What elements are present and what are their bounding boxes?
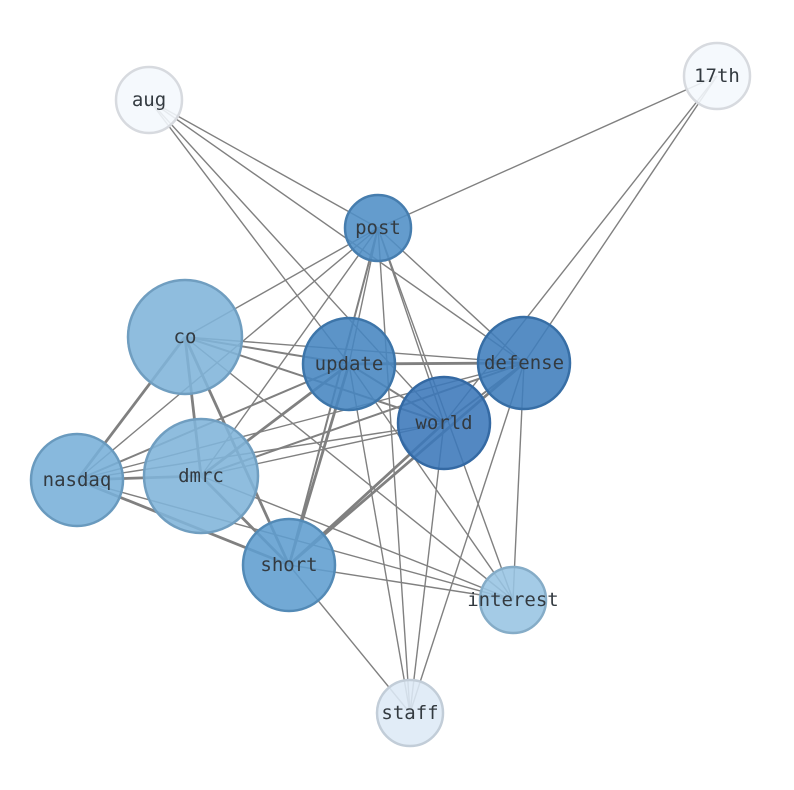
node-world: world [396, 375, 492, 471]
node-circle-dmrc [142, 417, 260, 535]
node-circle-staff [375, 678, 445, 748]
node-dmrc: dmrc [142, 417, 260, 535]
node-label-post: post [355, 217, 401, 239]
node-circle-interest [478, 565, 548, 635]
edge-update-staff [348, 363, 411, 714]
edges-layer [75, 75, 718, 714]
node-circle-post [343, 193, 413, 263]
node-label-dmrc: dmrc [178, 465, 224, 487]
node-circle-co [126, 278, 244, 396]
nodes-layer: aug 17th post co update defense world nasdaq dmr… [29, 41, 752, 748]
edge-17th-defense [523, 75, 718, 364]
node-co: co [126, 278, 244, 396]
node-label-aug: aug [132, 89, 166, 111]
node-staff: staff [375, 678, 445, 748]
node-17th: 17th [682, 41, 752, 111]
node-label-update: update [315, 353, 384, 375]
edge-world-staff [409, 422, 445, 714]
node-circle-17th [682, 41, 752, 111]
edge-aug-post [148, 99, 379, 229]
node-circle-nasdaq [29, 432, 125, 528]
edge-defense-staff [409, 362, 525, 714]
edge-world-nasdaq [76, 422, 445, 481]
edge-update-interest [348, 363, 514, 601]
edge-17th-post [377, 75, 718, 229]
node-label-co: co [174, 326, 197, 348]
edge-defense-short [288, 361, 525, 567]
node-label-interest: interest [467, 589, 559, 611]
node-circle-defense [476, 315, 572, 411]
node-circle-world [396, 375, 492, 471]
node-post: post [343, 193, 413, 263]
node-label-short: short [260, 554, 317, 576]
node-label-nasdaq: nasdaq [43, 469, 112, 491]
node-label-17th: 17th [694, 65, 740, 87]
edge-co-interest [184, 336, 514, 601]
node-aug: aug [114, 65, 184, 135]
node-interest: interest [467, 565, 559, 635]
edge-aug-update [148, 99, 350, 365]
node-defense: defense [476, 315, 572, 411]
node-label-defense: defense [484, 352, 564, 374]
node-circle-short [241, 517, 337, 613]
node-circle-update [301, 316, 397, 412]
node-label-world: world [415, 412, 472, 434]
node-short: short [241, 517, 337, 613]
node-label-staff: staff [381, 702, 438, 724]
node-update: update [301, 316, 397, 412]
node-nasdaq: nasdaq [29, 432, 125, 528]
node-circle-aug [114, 65, 184, 135]
edge-aug-defense [148, 99, 525, 364]
